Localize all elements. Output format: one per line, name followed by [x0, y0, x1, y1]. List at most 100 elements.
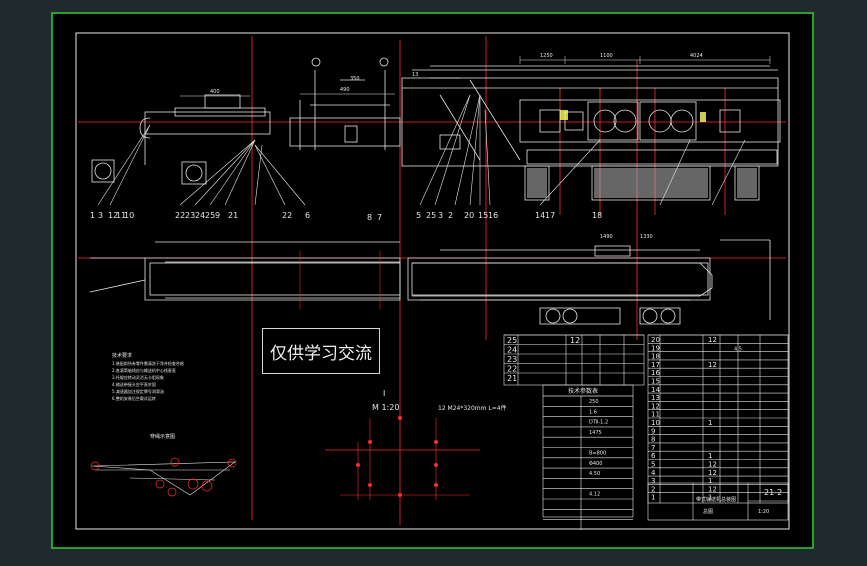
- spec-table-value: DTⅡ-1.2: [589, 420, 608, 426]
- parts-right-qty: 12: [708, 469, 717, 477]
- highlight-boxes: [560, 110, 706, 122]
- notes-line: 4.输送带接头应平直牢固: [112, 381, 156, 387]
- parts-mid-number: 24: [507, 346, 517, 355]
- spec-table-value: 250: [589, 399, 599, 405]
- side-dimension-label: 1330: [640, 234, 653, 240]
- parts-mid-number: 23: [507, 355, 517, 364]
- title-block-border: [647, 482, 789, 521]
- spec-table-value: 4.50: [589, 471, 600, 477]
- parts-right-number: 17: [651, 361, 660, 369]
- top-callout-label: 9: [215, 211, 220, 220]
- parts-right-number: 3: [651, 477, 655, 485]
- title-block-name: 带式输送机总装图: [696, 496, 736, 503]
- parts-right-number: 14: [651, 386, 660, 394]
- top-callout-label: 24: [195, 211, 205, 220]
- top-callout-label: 5: [416, 211, 421, 220]
- technical-notes: 技术要求 1.装配前所有零件需清洗干净并检查合格2.各滚筒轴线应与输送机中心线垂…: [112, 352, 184, 401]
- side-view: [89, 239, 771, 325]
- notes-line: 3.托辊应转动灵活无卡阻现象: [112, 374, 164, 380]
- top-callout-label: 16: [488, 211, 498, 220]
- spec-table-value: B=800: [589, 451, 606, 457]
- rope-diagram: 穿绳示意图: [90, 433, 237, 497]
- top-dimension-label: 350: [350, 76, 360, 82]
- top-dimension-label: 13: [412, 72, 418, 78]
- parts-right-number: 16: [651, 369, 660, 377]
- side-callout-label: 7: [377, 213, 382, 222]
- parts-right-number: 13: [651, 394, 660, 402]
- top-dimension-lines: [180, 56, 771, 97]
- detail-scale-text: M 1:20: [372, 403, 399, 412]
- sheet-inner-frame: [75, 32, 790, 530]
- spec-table-value: 1475: [589, 430, 602, 436]
- parts-mid-qty: 12: [570, 336, 580, 345]
- top-callout-label: 21: [228, 211, 238, 220]
- notes-line: 6.整机安装后空载试运转: [112, 395, 156, 401]
- top-callout-label: 18: [592, 211, 602, 220]
- parts-right-number: 12: [651, 402, 660, 410]
- parts-mid-number: 25: [507, 336, 517, 345]
- side-dimension-label: 1490: [600, 234, 613, 240]
- spec-table-value: 4.12: [589, 492, 600, 498]
- parts-right-qty: 12: [708, 336, 717, 344]
- parts-right-number: 1: [651, 494, 655, 502]
- parts-right-number: 11: [651, 411, 660, 419]
- parts-right-number: 8: [651, 436, 655, 444]
- leader-lines: [97, 94, 746, 206]
- top-dimension-label: 4024: [690, 53, 703, 59]
- parts-right-number: 10: [651, 419, 660, 427]
- parts-right-number: 19: [651, 344, 660, 352]
- parts-right-qty: 12: [708, 461, 717, 469]
- parts-right-qty: 12: [708, 361, 717, 369]
- parts-right-number: 5: [651, 461, 655, 469]
- top-callout-label: 2: [448, 211, 453, 220]
- top-callout-label: 25: [205, 211, 215, 220]
- notes-line: 2.各滚筒轴线应与输送机中心线垂直: [112, 367, 176, 373]
- top-callout-label: 14: [535, 211, 545, 220]
- parts-mid-number: 22: [507, 365, 517, 374]
- parts-right-number: 6: [651, 452, 656, 460]
- title-block-sub: 总图: [703, 508, 713, 515]
- top-dimension-label: 1250: [540, 53, 553, 59]
- top-dimension-label: 1100: [600, 53, 613, 59]
- notes-line: 5.减速器加注规定牌号润滑油: [112, 388, 164, 394]
- top-callout-label: 17: [545, 211, 555, 220]
- top-callout-label: 11: [116, 211, 126, 220]
- top-dimension-label: 400: [210, 89, 220, 95]
- detail-title-text: I: [383, 389, 385, 398]
- parts-right-number: 15: [651, 378, 660, 386]
- parts-mid-number: 21: [507, 374, 517, 383]
- spec-table-value: Φ400: [589, 461, 602, 467]
- foundation-hatch: [527, 168, 757, 198]
- parts-right-qty: 1: [708, 494, 712, 502]
- watermark-label: 仅供学习交流: [262, 328, 380, 374]
- title-block-scale: 1:20: [758, 509, 769, 515]
- top-callout-label: 22: [282, 211, 292, 220]
- bolt-detail-view: I M 1:20 12 M24*320mm L=4件: [340, 389, 507, 500]
- parts-right-qty: 1: [708, 452, 712, 460]
- spec-table-title: 技术参数表: [568, 387, 598, 395]
- spec-table-value: 1.6: [589, 409, 597, 415]
- top-callout-label: 10: [124, 211, 134, 220]
- top-callout-label: 23: [185, 211, 195, 220]
- parts-right-number: 7: [651, 444, 655, 452]
- parts-right-number: 20: [651, 336, 660, 344]
- title-block-number: 21-2: [764, 488, 782, 497]
- rope-diagram-title: 穿绳示意图: [150, 433, 175, 440]
- parts-right-qty: 12: [708, 485, 717, 493]
- parts-right-qty: 1: [708, 477, 712, 485]
- parts-right-number: 2: [651, 485, 655, 493]
- side-callout-label: 8: [367, 213, 372, 222]
- notes-title: 技术要求: [112, 352, 132, 359]
- parts-right-number: 4: [651, 469, 656, 477]
- top-dimension-label: 490: [340, 87, 350, 93]
- top-callout-label: 3: [98, 211, 103, 220]
- top-callout-label: 3: [438, 211, 443, 220]
